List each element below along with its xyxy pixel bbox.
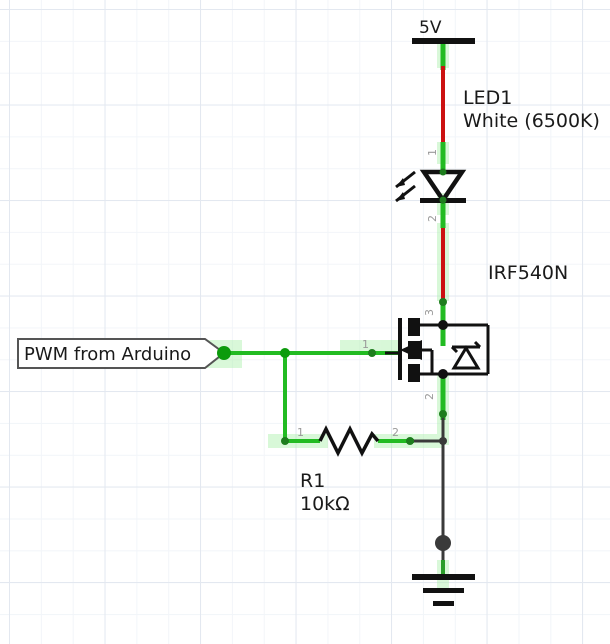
mosfet-drain-pin-number: 3 xyxy=(423,309,436,316)
led-symbol[interactable]: 1 2 xyxy=(395,149,467,222)
mosfet-source-node-dot xyxy=(438,369,448,379)
led-pin1-number: 1 xyxy=(426,149,439,156)
resistor-pin2-dot xyxy=(406,437,414,445)
mosfet-drain-node-dot xyxy=(438,320,448,330)
mosfet-body-diode xyxy=(450,340,482,370)
net-label-pwm[interactable]: PWM from Arduino xyxy=(17,338,231,369)
mosfet-gate-pin-number: 1 xyxy=(362,338,369,351)
power-rail-label: 5V xyxy=(419,18,442,38)
resistor-designator-label: R1 xyxy=(300,470,325,492)
mosfet-source-pin-number: 2 xyxy=(423,393,436,400)
resistor-pin2-number: 2 xyxy=(392,426,399,439)
mosfet-channel-arrow xyxy=(400,340,422,360)
resistor-value-label: 10kΩ xyxy=(300,493,350,515)
led-value-label: White (6500K) xyxy=(463,110,600,132)
mosfet-drain-pin-dot xyxy=(439,298,447,306)
mosfet-symbol[interactable]: 3 1 2 xyxy=(362,298,490,418)
led-pin1-dot xyxy=(439,168,447,176)
mosfet-gate-pin-dot xyxy=(368,349,376,357)
ground-symbol[interactable] xyxy=(412,574,475,606)
led-pin2-dot xyxy=(439,196,447,204)
led-pin2-number: 2 xyxy=(426,215,439,222)
resistor-pin1-number: 1 xyxy=(297,426,304,439)
resistor-symbol[interactable]: 1 2 xyxy=(281,425,414,457)
led-designator-label: LED1 xyxy=(463,87,512,109)
junction-source-resistor xyxy=(439,437,447,445)
junction-pwm-branch xyxy=(280,348,290,358)
net-label-pwm-dot xyxy=(217,346,231,360)
mosfet-source-pin-dot xyxy=(439,410,447,418)
junction-ground-node xyxy=(435,535,451,551)
mosfet-designator-label: IRF540N xyxy=(488,262,568,284)
resistor-pin1-dot xyxy=(281,437,289,445)
power-rail-5v[interactable]: 5V xyxy=(412,18,475,44)
led-light-arrows xyxy=(395,170,416,203)
net-label-pwm-text: PWM from Arduino xyxy=(24,344,191,365)
